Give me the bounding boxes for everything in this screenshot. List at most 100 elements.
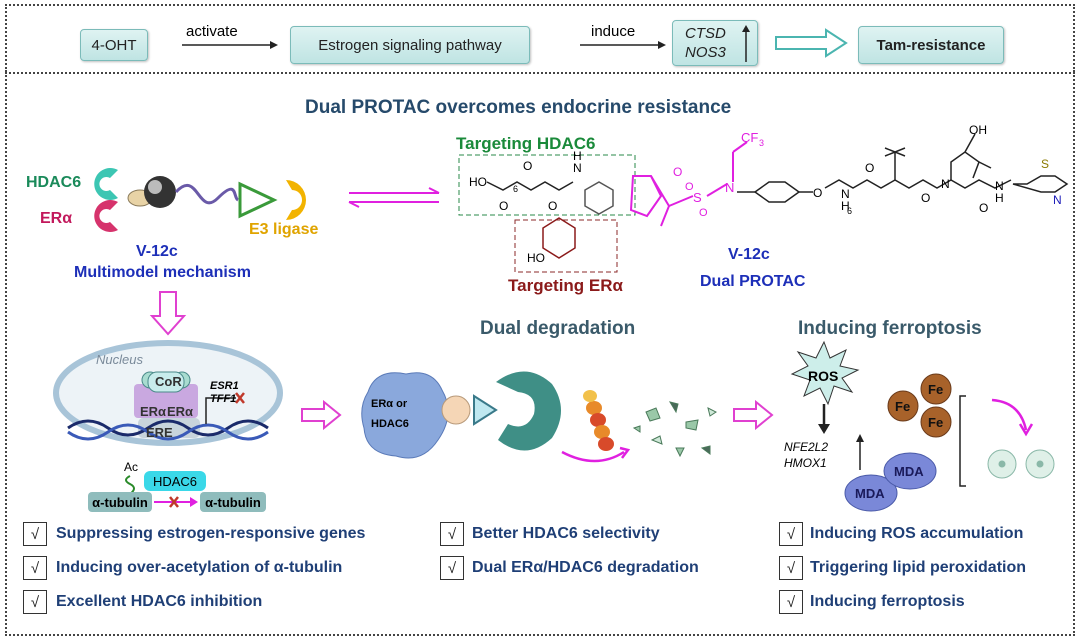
svg-text:N: N	[573, 161, 582, 175]
check-icon-7: √	[779, 556, 803, 580]
label-era-left: ERα	[140, 404, 167, 419]
label-e3: E3 ligase	[249, 221, 319, 238]
svg-text:O: O	[921, 191, 930, 205]
header-dual-degradation: Dual degradation	[480, 318, 636, 339]
svg-text:S: S	[1041, 157, 1049, 171]
svg-text:N: N	[941, 177, 950, 191]
label-era: ERα	[40, 210, 73, 227]
dna-strand	[67, 419, 269, 437]
fe-label-1: Fe	[895, 399, 911, 414]
arrow-activate	[182, 41, 278, 49]
label-cor: CoR	[155, 374, 182, 389]
hdac6-badge: HDAC6	[144, 471, 206, 491]
check-icon-3: √	[23, 590, 47, 614]
svg-text:H: H	[573, 149, 582, 163]
fe-label-3: Fe	[928, 415, 944, 430]
deacetylation-arrow	[154, 496, 198, 508]
label-induce: induce	[591, 23, 636, 40]
proteasome-icon	[583, 390, 614, 451]
degradation-diagram	[361, 371, 717, 463]
tubulin-acetylated: α-tubulin	[88, 492, 152, 512]
svg-text:O: O	[499, 199, 508, 213]
hollow-arrow-icon	[775, 28, 848, 58]
box-4oht: 4-OHT	[80, 29, 148, 61]
check-selectivity: Better HDAC6 selectivity	[472, 525, 660, 542]
top-frame	[5, 4, 1075, 72]
svg-text:O: O	[979, 201, 988, 215]
fe-ion-1	[887, 390, 919, 422]
fe-ion-3	[920, 406, 952, 438]
check-icon-6: √	[779, 522, 803, 546]
box-pathway: Estrogen signaling pathway	[290, 26, 530, 64]
gene-ctsd: CTSD	[685, 25, 726, 42]
structure-subtitle: Dual PROTAC	[700, 273, 806, 290]
corepressor	[147, 371, 185, 393]
svg-text:6: 6	[513, 184, 518, 194]
svg-text:O: O	[523, 159, 532, 173]
mda-1	[844, 474, 898, 512]
check-suppressing: Suppressing estrogen-responsive genes	[56, 525, 366, 542]
acetyl-squiggle-icon	[125, 475, 135, 495]
gene-hmox1: HMOX1	[784, 456, 827, 470]
label-era-right: ERα	[167, 404, 194, 419]
svg-text:N: N	[841, 187, 850, 201]
tubulin-deacetylated: α-tubulin	[200, 492, 266, 512]
check-ferroptosis: Inducing ferroptosis	[810, 593, 965, 610]
check-icon-5: √	[440, 556, 464, 580]
svg-text:H: H	[841, 199, 850, 213]
gene-tff1: TFF1	[210, 393, 237, 405]
mda-label-2: MDA	[894, 464, 924, 479]
label-ere: ERE	[146, 425, 173, 440]
chemical-structure: HO O O O N H 6 HO O S O O N CF 3 O 6 O N…	[458, 123, 1069, 273]
hdac6-shape	[94, 168, 118, 200]
mda-2	[883, 452, 937, 490]
svg-text:O: O	[813, 186, 822, 200]
check-lipid: Triggering lipid peroxidation	[810, 559, 1027, 576]
header-ferroptosis: Inducing ferroptosis	[798, 318, 982, 339]
e3-ligase-shape	[286, 180, 306, 220]
block-x-icon	[235, 392, 245, 404]
check-hdac6-inhibition: Excellent HDAC6 inhibition	[56, 593, 263, 610]
label-targeting-era: Targeting ERα	[508, 276, 623, 295]
compound-name-right: V-12c	[728, 246, 770, 263]
svg-text:6: 6	[847, 206, 852, 216]
mda-label-1: MDA	[855, 486, 885, 501]
svg-text:HO: HO	[527, 251, 545, 265]
fe-ion-2	[920, 373, 952, 405]
svg-text:S: S	[693, 190, 702, 205]
label-era-or: ERα or	[371, 398, 408, 410]
dying-cells-icon	[987, 449, 1055, 479]
main-title: Dual PROTAC overcomes endocrine resistan…	[305, 97, 732, 118]
label-ros: ROS	[808, 368, 839, 384]
svg-text:N: N	[725, 180, 734, 195]
label-nucleus: Nucleus	[96, 352, 143, 367]
era-shape	[94, 200, 118, 232]
box-tam-resistance: Tam-resistance	[858, 26, 1004, 64]
svg-text:O: O	[865, 161, 874, 175]
e3-ligase-shape-2	[496, 371, 561, 451]
svg-text:CF: CF	[741, 130, 758, 145]
compound-name-left: V-12c	[136, 243, 178, 260]
label-hdac6: HDAC6	[26, 174, 82, 191]
svg-text:O: O	[685, 181, 694, 193]
hdac6-ligand-box	[458, 154, 636, 216]
label-targeting-hdac6: Targeting HDAC6	[456, 134, 596, 153]
svg-text:O: O	[673, 165, 682, 179]
svg-text:N: N	[1053, 193, 1062, 207]
svg-text:HO: HO	[469, 175, 487, 189]
right-hollow-arrow-1	[301, 400, 342, 430]
check-icon-8: √	[779, 590, 803, 614]
gene-nos3: NOS3	[685, 44, 726, 61]
label-ac: Ac	[124, 460, 139, 474]
label-hdac6-target: HDAC6	[371, 418, 409, 430]
check-icon-1: √	[23, 522, 47, 546]
svg-text:H: H	[995, 191, 1004, 205]
svg-text:O: O	[548, 199, 557, 213]
ros-burst-icon	[790, 340, 860, 406]
protac-cartoon	[94, 168, 306, 232]
nucleus-diagram	[53, 340, 283, 446]
down-hollow-arrow-icon	[149, 291, 187, 336]
equilibrium-arrows	[348, 187, 440, 208]
svg-text:N: N	[995, 179, 1004, 193]
svg-text:O: O	[699, 207, 708, 219]
